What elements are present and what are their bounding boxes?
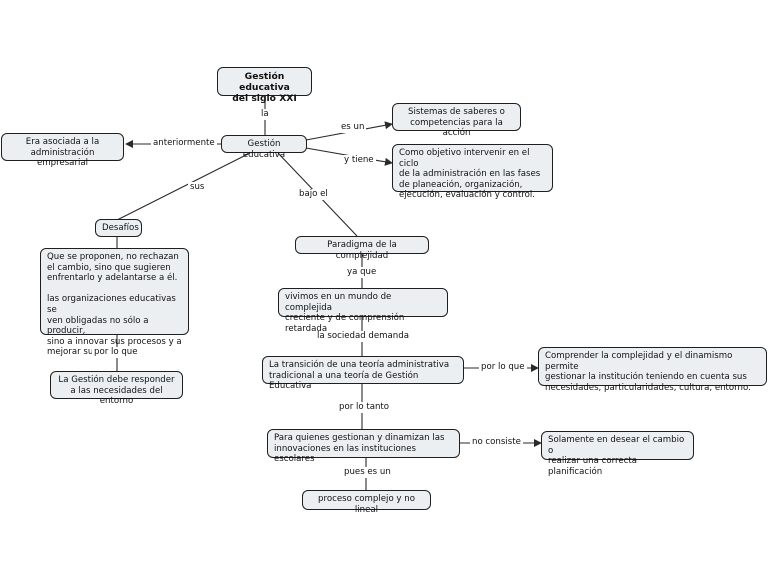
node-comprender-complejidad: Comprender la complejidad y el dinamismo… bbox=[538, 347, 767, 393]
node-desafios: Desafíos bbox=[95, 219, 142, 237]
link-label-no-consiste: no consiste bbox=[470, 437, 523, 448]
link-label-sus: sus bbox=[188, 182, 207, 193]
link-label-sociedad-demanda: la sociedad demanda bbox=[315, 331, 411, 342]
node-administracion-empresarial: Era asociada a la administración empresa… bbox=[1, 133, 124, 168]
link-label-y-tiene: y tiene bbox=[342, 155, 376, 166]
node-paradigma-complejidad: Paradigma de la complejidad bbox=[295, 236, 429, 261]
link-label-bajo-el: bajo el bbox=[297, 189, 330, 200]
node-sistemas-saberes: Sistemas de saberes o competencias para … bbox=[392, 103, 521, 138]
link-label-por-lo-tanto: por lo tanto bbox=[337, 402, 392, 413]
node-desafios-texto: Que se proponen, no rechazan el cambio, … bbox=[40, 248, 189, 357]
node-gestion-responder: La Gestión debe responder a las necesida… bbox=[50, 371, 183, 406]
link-label-es-un: es un bbox=[339, 122, 367, 133]
node-quienes-gestionan: Para quienes gestionan y dinamizan las i… bbox=[267, 429, 460, 464]
link-label-ya-que: ya que bbox=[345, 267, 379, 278]
link-label-por-lo-que-2: por lo que bbox=[479, 362, 527, 373]
node-gestion-educativa: Gestión educativa bbox=[221, 135, 307, 160]
node-objetivo: Como objetivo intervenir en el ciclo de … bbox=[392, 144, 553, 200]
node-solamente-cambio: Solamente en desear el cambio o realizar… bbox=[541, 431, 694, 477]
link-label-pues-es-un: pues es un bbox=[342, 467, 393, 478]
link-label-por-lo-que-1: por lo que bbox=[92, 347, 140, 358]
link-label-anteriormente: anteriormente bbox=[151, 138, 217, 149]
node-root-title: Gestión educativa del siglo XXI bbox=[217, 67, 312, 104]
node-vivimos-mundo: vivimos en un mundo de complejida crecie… bbox=[278, 288, 448, 334]
node-proceso-complejo: proceso complejo y no lineal bbox=[302, 490, 431, 515]
line-gestion-desafios bbox=[116, 152, 251, 221]
link-label-la: la bbox=[259, 109, 271, 120]
node-transicion-teoria: La transición de una teoría administrati… bbox=[262, 356, 464, 391]
